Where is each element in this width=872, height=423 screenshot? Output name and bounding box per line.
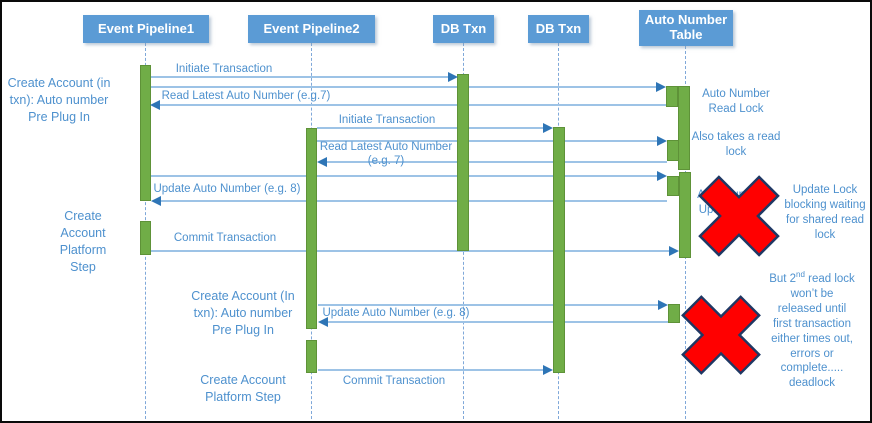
message-line-read-return-1 [160, 104, 666, 106]
arrowhead-left-icon [318, 317, 328, 327]
message-line-update-request-2 [318, 304, 658, 306]
activation-bar-db-txn-2 [553, 127, 565, 373]
message-label-commit-2: Commit Transaction [342, 375, 446, 387]
message-label-commit-1: Commit Transaction [173, 232, 277, 244]
phase-label-platform-step-1: Create Account Platform Step [59, 209, 107, 274]
phase-label-create-account-txn-2: Create Account (In txn): Auto number Pre… [191, 289, 295, 337]
note-auto-number-read-lock: Auto Number Read Lock [702, 88, 770, 115]
note-also-takes-read-lock: Also takes a read lock [691, 131, 781, 158]
message-line-update-return-1 [161, 200, 667, 202]
arrowhead-right-icon [656, 82, 666, 92]
phase-label-create-account-txn-1: Create Account (in txn): Auto number Pre… [7, 76, 111, 124]
arrowhead-left-icon [150, 100, 160, 110]
phase-label-platform-step-2: Create Account Platform Step [200, 373, 286, 404]
message-line-update-request-1 [151, 175, 657, 177]
arrowhead-right-icon [657, 136, 667, 146]
arrowhead-right-icon [669, 246, 679, 256]
note-update-lock-blocking: Update Lock blocking waiting for shared … [784, 184, 866, 241]
actor-box-event-pipeline1: Event Pipeline1 [83, 15, 209, 43]
arrowhead-left-icon [151, 196, 161, 206]
message-label-initiate-txn-2: Initiate Transaction [338, 114, 436, 126]
activation-bar-pipeline2-platform [306, 340, 317, 373]
deadlock-x-icon [698, 175, 780, 257]
arrowhead-right-icon [657, 171, 667, 181]
arrowhead-right-icon [543, 123, 553, 133]
arrowhead-right-icon [543, 365, 553, 375]
note-deadlock-sup: nd [796, 270, 805, 279]
activation-bar-autonumber-updatelock [679, 172, 691, 258]
actor-box-auto-number-table: Auto Number Table [639, 10, 733, 46]
message-label-read-return-1: Read Latest Auto Number (e.g.7) [161, 90, 331, 102]
message-line-initiate-txn-2 [317, 127, 543, 129]
message-label-update-return-2: Update Auto Number (e.g. 8) [322, 307, 470, 319]
deadlock-x-icon [681, 295, 761, 375]
activation-bar-update2 [668, 304, 680, 323]
arrowhead-left-icon [317, 157, 327, 167]
activation-bar-pipeline2-txn [306, 128, 317, 329]
note-deadlock: But 2nd read lock won’t be released unti… [769, 270, 855, 391]
actor-box-event-pipeline2: Event Pipeline2 [248, 15, 375, 43]
message-line-read-request-2 [317, 140, 657, 142]
activation-bar-read1 [666, 86, 678, 107]
activation-bar-pipeline1-txn [140, 65, 151, 201]
arrowhead-right-icon [658, 300, 668, 310]
message-line-initiate-txn-1 [151, 76, 448, 78]
note-deadlock-post: read lock won’t be released until first … [771, 272, 855, 390]
activation-bar-autonumber-readlock [678, 86, 690, 170]
arrowhead-right-icon [448, 72, 458, 82]
activation-bar-pipeline1-platform [140, 221, 151, 255]
message-line-update-return-2 [328, 321, 680, 323]
note-deadlock-pre: But 2 [769, 272, 797, 285]
message-line-commit-1 [151, 250, 669, 252]
actor-box-db-txn-2: DB Txn [528, 15, 589, 43]
activation-bar-update1 [667, 176, 679, 196]
activation-bar-read2 [667, 140, 679, 161]
message-line-read-return-2 [327, 161, 667, 163]
message-label-read-return-2: Read Latest Auto Number (e.g. 7) [319, 141, 453, 167]
message-label-update-return-1: Update Auto Number (e.g. 8) [153, 183, 301, 195]
actor-box-db-txn-1: DB Txn [433, 15, 494, 43]
message-line-commit-2 [318, 369, 543, 371]
message-label-initiate-txn-1: Initiate Transaction [175, 63, 273, 75]
activation-bar-db-txn-1 [457, 74, 469, 251]
message-line-read-request-1 [151, 86, 656, 88]
